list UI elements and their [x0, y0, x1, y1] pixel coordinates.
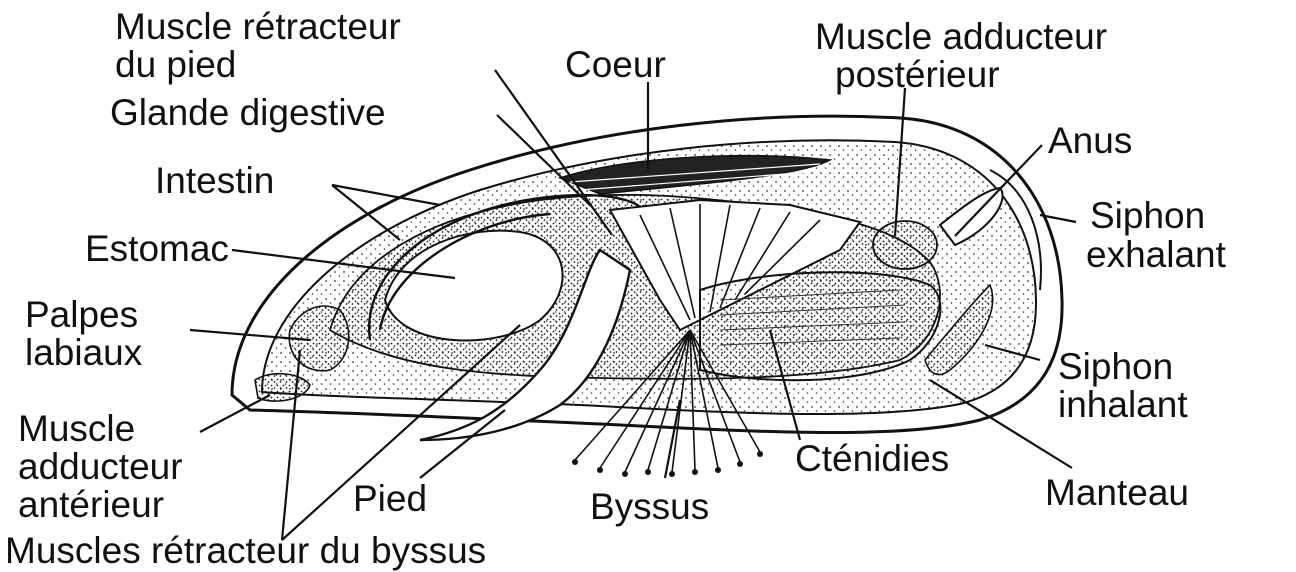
- label-siphon-inhalant-line1: Siphon: [1058, 346, 1173, 388]
- label-muscle-retracteur-pied-line1: Muscle rétracteur: [115, 6, 401, 48]
- label-palpes-line1: Palpes: [25, 294, 138, 336]
- anterior-adductor-shape: [255, 374, 310, 401]
- label-muscle-adducteur-posterieur-line2: postérieur: [835, 54, 1000, 96]
- label-muscle-adducteur-posterieur-line1: Muscle adducteur: [815, 16, 1107, 58]
- label-muscle-retracteur-pied-line2: du pied: [115, 44, 236, 86]
- label-muscle-adducteur-anterieur-line3: antérieur: [18, 484, 164, 526]
- label-muscle-adducteur-anterieur-line1: Muscle: [18, 408, 135, 450]
- label-intestin: Intestin: [155, 160, 274, 202]
- label-estomac: Estomac: [85, 228, 229, 270]
- label-siphon-inhalant-line2: inhalant: [1058, 384, 1188, 426]
- label-manteau: Manteau: [1045, 472, 1189, 514]
- label-muscle-adducteur-anterieur-line2: adducteur: [18, 446, 183, 488]
- label-palpes-line2: labiaux: [25, 332, 142, 374]
- label-byssus: Byssus: [590, 486, 709, 528]
- label-anus: Anus: [1048, 120, 1132, 162]
- label-pied: Pied: [353, 478, 427, 520]
- posterior-adductor-shape: [873, 221, 937, 269]
- label-glande-digestive: Glande digestive: [110, 92, 386, 134]
- label-siphon-exhalant-line2: exhalant: [1086, 234, 1226, 276]
- label-ctenidies: Cténidies: [795, 438, 949, 480]
- label-coeur: Coeur: [565, 44, 666, 86]
- label-muscles-retracteur-byssus: Muscles rétracteur du byssus: [5, 530, 486, 572]
- label-siphon-exhalant-line1: Siphon: [1090, 195, 1205, 237]
